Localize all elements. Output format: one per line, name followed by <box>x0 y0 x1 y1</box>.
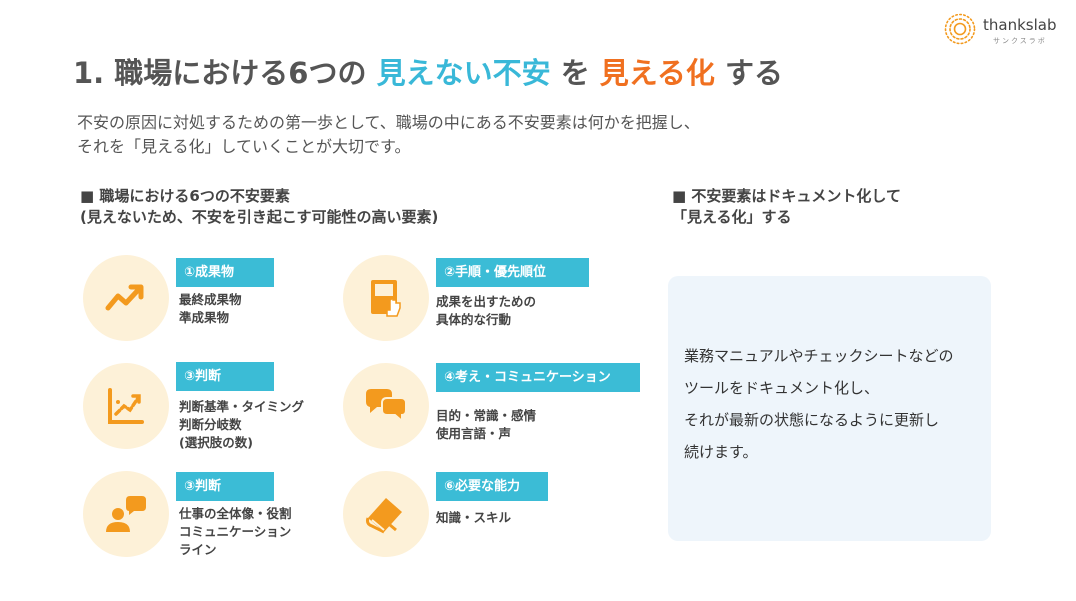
title-middle: を <box>550 56 600 90</box>
doc-line: 業務マニュアルやチェックシートなどの <box>684 347 954 365</box>
item-tag: ①成果物 <box>176 258 274 287</box>
desc-line: 目的・常識・感情 <box>436 408 537 423</box>
heading-line: ■ 不安要素はドキュメント化して <box>672 187 901 205</box>
item-icon-circle <box>343 471 429 557</box>
item-description: 目的・常識・感情 使用言語・声 <box>436 407 536 443</box>
speech-bubbles-icon <box>366 389 407 424</box>
intro-text: 不安の原因に対処するための第一歩として、職場の中にある不安要素は何かを把握し、 … <box>77 111 700 159</box>
heading-line: (見えないため、不安を引き起こす可能性の高い要素) <box>80 208 439 226</box>
person-chat-icon <box>106 496 146 532</box>
desc-line: 判断分岐数 <box>179 417 242 432</box>
desc-line: 使用言語・声 <box>436 426 512 441</box>
item-description: 成果を出すための 具体的な行動 <box>436 293 536 329</box>
item-icon-circle <box>343 255 429 341</box>
item-tag: ⑥必要な能力 <box>436 472 548 501</box>
sunburst-logo-icon <box>944 13 976 45</box>
item-description: 知識・スキル <box>436 509 511 527</box>
heading-line: 「見える化」する <box>672 208 792 226</box>
doc-line: 続けます。 <box>684 443 758 461</box>
item-tag: ②手順・優先順位 <box>436 258 589 287</box>
item-tag: ③判断 <box>176 362 274 391</box>
documentation-box: 業務マニュアルやチェックシートなどの ツールをドキュメント化し、 それが最新の状… <box>668 276 991 541</box>
desc-line: 判断基準・タイミング <box>179 399 305 414</box>
logo-subtitle: サンクスラボ <box>993 37 1047 45</box>
intro-line: それを「見える化」していくことが大切です。 <box>77 137 411 156</box>
book-icon <box>366 498 402 534</box>
item-icon-circle <box>83 471 169 557</box>
desc-line: 成果を出すための <box>436 294 537 309</box>
desc-line: 最終成果物 <box>179 292 242 307</box>
right-section-heading: ■ 不安要素はドキュメント化して 「見える化」する <box>672 186 901 228</box>
title-prefix: 1. 職場における6つの <box>73 56 377 90</box>
item-icon-circle <box>83 363 169 449</box>
documentation-text: 業務マニュアルやチェックシートなどの ツールをドキュメント化し、 それが最新の状… <box>684 340 954 468</box>
desc-line: 知識・スキル <box>436 510 512 525</box>
trend-up-icon <box>105 284 144 311</box>
brand-logo: thankslab サンクスラボ <box>943 12 1063 46</box>
manual-book-icon <box>371 280 401 317</box>
item-tag: ③判断 <box>176 472 274 501</box>
item-description: 判断基準・タイミング 判断分岐数 (選択肢の数) <box>179 398 304 452</box>
item-description: 仕事の全体像・役割 コミュニケーション ライン <box>179 505 292 559</box>
desc-line: ライン <box>179 542 217 557</box>
logo-name: thankslab <box>983 16 1057 34</box>
item-tag: ④考え・コミュニケーション <box>436 363 640 392</box>
page-title: 1. 職場における6つの 見えない不安 を 見える化 する <box>73 50 783 92</box>
item-icon-circle <box>83 255 169 341</box>
title-highlight-visualize: 見える化 <box>599 56 715 90</box>
doc-line: それが最新の状態になるように更新し <box>684 411 940 429</box>
desc-line: 準成果物 <box>179 310 230 325</box>
left-section-heading: ■ 職場における6つの不安要素 (見えないため、不安を引き起こす可能性の高い要素… <box>80 186 438 228</box>
desc-line: コミュニケーション <box>179 524 292 539</box>
heading-line: ■ 職場における6つの不安要素 <box>80 187 290 205</box>
title-suffix: する <box>714 56 784 90</box>
desc-line: 仕事の全体像・役割 <box>179 506 292 521</box>
desc-line: (選択肢の数) <box>179 435 253 450</box>
doc-line: ツールをドキュメント化し、 <box>684 379 880 397</box>
desc-line: 具体的な行動 <box>436 312 512 327</box>
chart-judgment-icon <box>108 388 144 424</box>
item-description: 最終成果物 準成果物 <box>179 291 242 327</box>
intro-line: 不安の原因に対処するための第一歩として、職場の中にある不安要素は何かを把握し、 <box>77 113 700 132</box>
item-icon-circle <box>343 363 429 449</box>
title-highlight-invisible: 見えない不安 <box>376 56 551 90</box>
